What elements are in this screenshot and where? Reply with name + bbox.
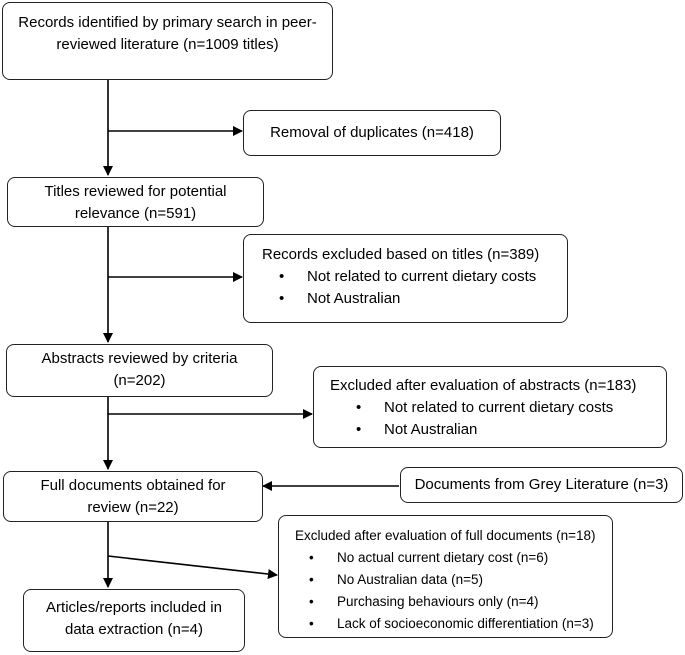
included-text: Articles/reports included in data extrac… xyxy=(46,599,222,638)
titles-excluded-title: Records excluded based on titles (n=389) xyxy=(262,246,540,263)
primary-search-text: Records identified by primary search in … xyxy=(18,14,317,53)
list-item: No Australian data (n=5) xyxy=(309,569,612,591)
full-excluded-title: Excluded after evaluation of full docume… xyxy=(295,528,596,543)
primary-search-box: Records identified by primary search in … xyxy=(2,2,333,80)
full-excluded-box: Excluded after evaluation of full docume… xyxy=(278,515,613,638)
arrow-to-full-excluded xyxy=(107,555,278,579)
list-item: Not related to current dietary costs xyxy=(279,266,567,288)
included-box: Articles/reports included in data extrac… xyxy=(23,589,245,652)
full-documents-box: Full documents obtained for review (n=22… xyxy=(3,471,263,522)
list-item: No actual current dietary cost (n=6) xyxy=(309,547,612,569)
list-item: Not Australian xyxy=(356,419,666,441)
list-item: Purchasing behaviours only (n=4) xyxy=(309,591,612,613)
duplicates-box: Removal of duplicates (n=418) xyxy=(243,110,501,156)
list-item: Lack of socioeconomic differentiation (n… xyxy=(309,613,612,635)
abstracts-excluded-title: Excluded after evaluation of abstracts (… xyxy=(330,377,637,394)
list-item: Not related to current dietary costs xyxy=(356,397,666,419)
abstracts-excluded-list: Not related to current dietary costs Not… xyxy=(330,397,666,441)
grey-literature-box: Documents from Grey Literature (n=3) xyxy=(400,467,683,503)
grey-literature-text: Documents from Grey Literature (n=3) xyxy=(414,476,669,493)
abstracts-reviewed-box: Abstracts reviewed by criteria (n=202) xyxy=(6,344,273,397)
titles-excluded-box: Records excluded based on titles (n=389)… xyxy=(243,234,568,323)
titles-reviewed-box: Titles reviewed for potential relevance … xyxy=(7,177,264,227)
titles-reviewed-text: Titles reviewed for potential relevance … xyxy=(44,183,227,222)
full-excluded-list: No actual current dietary cost (n=6) No … xyxy=(295,547,612,635)
full-documents-text: Full documents obtained for review (n=22… xyxy=(40,477,226,516)
abstracts-reviewed-text: Abstracts reviewed by criteria (n=202) xyxy=(41,350,238,389)
titles-excluded-list: Not related to current dietary costs Not… xyxy=(262,266,567,310)
duplicates-text: Removal of duplicates (n=418) xyxy=(270,124,474,141)
abstracts-excluded-box: Excluded after evaluation of abstracts (… xyxy=(313,366,667,448)
list-item: Not Australian xyxy=(279,288,567,310)
